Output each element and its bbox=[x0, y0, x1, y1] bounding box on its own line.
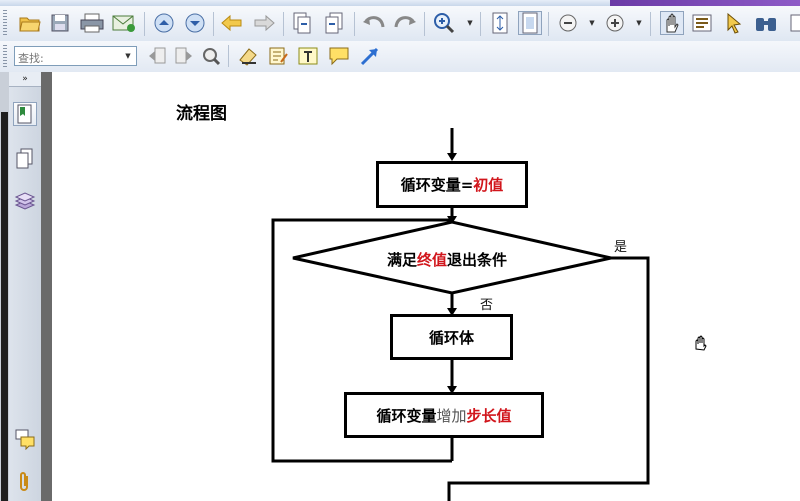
search-field[interactable]: ▼ bbox=[14, 46, 137, 68]
yes-label: 是 bbox=[614, 240, 628, 255]
open-folder-icon[interactable] bbox=[18, 11, 42, 35]
callout-icon[interactable] bbox=[327, 44, 351, 68]
title-accent bbox=[610, 0, 800, 6]
main-toolbar: ▼ ▼ ▼ bbox=[0, 6, 800, 42]
loop-body-box: 循环体 bbox=[390, 314, 513, 360]
arrow-select-icon[interactable] bbox=[722, 11, 746, 35]
toolbar-grip[interactable] bbox=[3, 45, 7, 67]
loop-body-label: 循环体 bbox=[428, 328, 474, 347]
select-text-icon[interactable] bbox=[690, 11, 714, 35]
page-heading: 流程图 bbox=[176, 104, 227, 124]
insert-pages-icon[interactable] bbox=[322, 11, 346, 35]
next-result-icon[interactable] bbox=[172, 44, 196, 68]
actual-size-icon[interactable] bbox=[518, 11, 542, 35]
zoom-in-circle-icon[interactable] bbox=[603, 11, 627, 35]
find-binoculars-icon[interactable] bbox=[754, 11, 778, 35]
page-down-icon[interactable] bbox=[183, 11, 207, 35]
extract-pages-icon[interactable] bbox=[290, 11, 314, 35]
line-arrow-icon[interactable] bbox=[358, 44, 382, 68]
search-document-icon[interactable] bbox=[199, 44, 223, 68]
navigation-panel: » bbox=[9, 72, 42, 501]
zoom-out-icon[interactable] bbox=[556, 11, 580, 35]
email-icon[interactable] bbox=[112, 11, 136, 35]
text-box-icon[interactable] bbox=[296, 44, 320, 68]
undo-icon[interactable] bbox=[362, 11, 386, 35]
no-label: 否 bbox=[480, 298, 494, 313]
zoom-in-dropdown-icon[interactable]: ▼ bbox=[636, 19, 642, 27]
hand-tool-icon[interactable] bbox=[660, 11, 684, 35]
previous-result-icon[interactable] bbox=[145, 44, 169, 68]
zoom-dropdown-icon[interactable]: ▼ bbox=[467, 19, 473, 27]
collapse-panel-button[interactable]: » bbox=[9, 72, 41, 87]
more-tools-icon[interactable] bbox=[784, 11, 800, 35]
hand-cursor-icon bbox=[693, 335, 709, 355]
search-dropdown-icon[interactable]: ▼ bbox=[125, 52, 131, 60]
document-page: 流程图 循环变量=初值 满足终值退出条件 是 否 循环体 循环变量增加步长值 bbox=[52, 72, 800, 501]
back-arrow-icon[interactable] bbox=[220, 11, 244, 35]
forward-arrow-icon[interactable] bbox=[252, 11, 276, 35]
toolbar-grip[interactable] bbox=[3, 10, 7, 36]
flowchart-lines bbox=[271, 128, 650, 501]
zoom-out-dropdown-icon[interactable]: ▼ bbox=[589, 19, 595, 27]
increment-box: 循环变量增加步长值 bbox=[344, 392, 544, 438]
attachments-icon[interactable] bbox=[13, 470, 37, 494]
layers-icon[interactable] bbox=[13, 190, 37, 214]
increment-label: 循环变量增加步长值 bbox=[376, 406, 512, 425]
comments-icon[interactable] bbox=[13, 427, 37, 451]
save-icon[interactable] bbox=[48, 11, 72, 35]
init-label: 循环变量=初值 bbox=[400, 176, 504, 194]
condition-label: 满足终值退出条件 bbox=[387, 251, 508, 269]
notes-icon[interactable] bbox=[266, 44, 290, 68]
fit-page-icon[interactable] bbox=[488, 11, 512, 35]
init-box: 循环变量=初值 bbox=[376, 161, 528, 208]
pages-icon[interactable] bbox=[13, 147, 37, 171]
zoom-in-icon[interactable] bbox=[432, 11, 456, 35]
page-up-icon[interactable] bbox=[152, 11, 176, 35]
print-icon[interactable] bbox=[80, 11, 104, 35]
frame-shadow bbox=[1, 112, 8, 501]
stamp-icon[interactable] bbox=[236, 44, 260, 68]
bookmarks-icon[interactable] bbox=[13, 102, 37, 126]
redo-icon[interactable] bbox=[393, 11, 417, 35]
search-input[interactable] bbox=[15, 49, 125, 68]
